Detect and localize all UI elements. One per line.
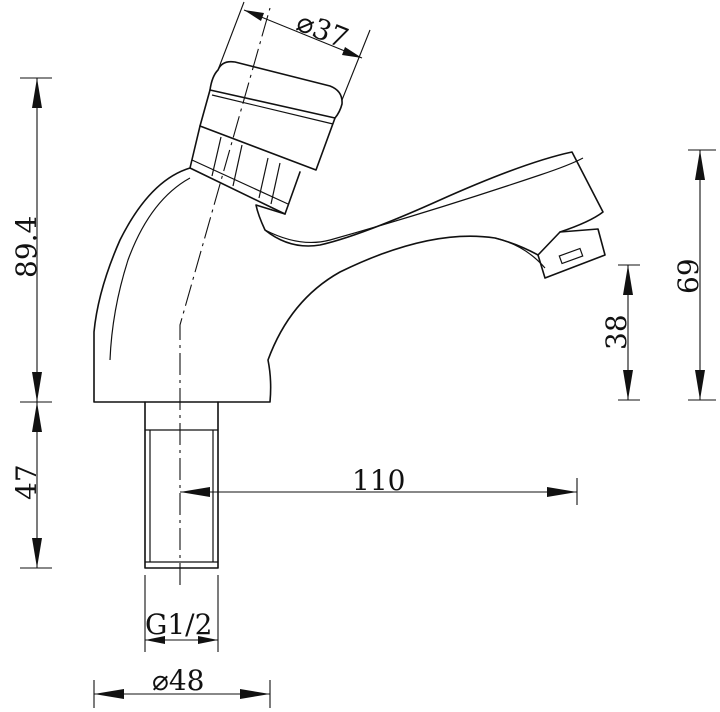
spout-top-height-label: 69	[672, 258, 705, 294]
faucet-body	[93, 151, 604, 403]
dimension-reach: 110	[180, 464, 578, 505]
dimension-body-height: 89.4	[10, 77, 52, 403]
dimension-outlet-height: 38	[600, 264, 640, 401]
base-diameter-label: ⌀48	[152, 664, 205, 697]
push-knob-cap	[209, 60, 343, 119]
hex-nut	[189, 125, 301, 215]
thread-size-label: G1/2	[145, 608, 212, 641]
faucet-outline	[93, 60, 606, 569]
dimension-thread-length: 47	[10, 402, 52, 569]
thread-length-label: 47	[10, 464, 43, 500]
push-knob-body	[199, 89, 336, 171]
aerator	[537, 228, 606, 279]
threaded-inlet	[144, 401, 219, 569]
dimension-knob-diameter: ⌀37	[217, 1, 371, 101]
outlet-height-label: 38	[600, 314, 633, 350]
knob-diameter-label: ⌀37	[292, 5, 353, 55]
dimension-thread-size: G1/2	[144, 575, 219, 652]
reach-label: 110	[352, 464, 405, 497]
center-lines	[179, 7, 271, 585]
dimension-base-diameter: ⌀48	[93, 664, 271, 708]
dimension-spout-top-height: 69	[672, 149, 716, 401]
body-height-label: 89.4	[10, 216, 43, 278]
